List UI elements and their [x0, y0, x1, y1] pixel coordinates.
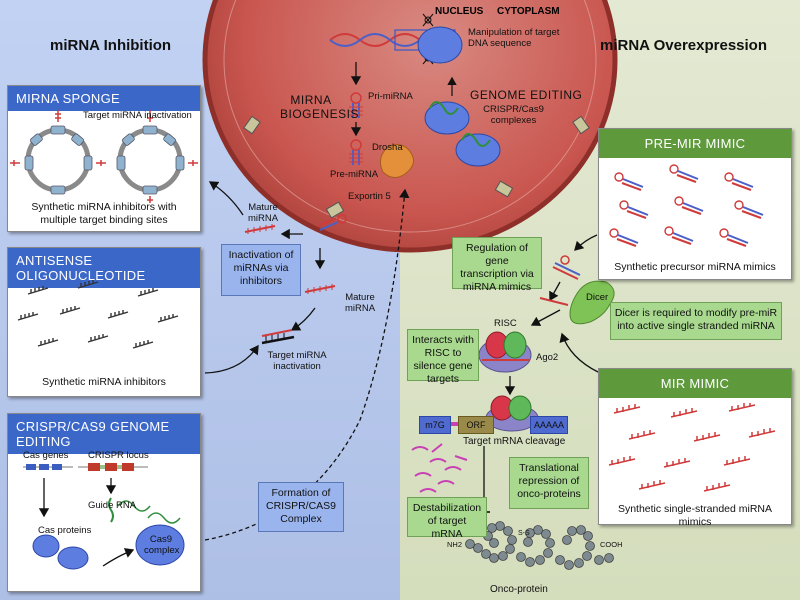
mature-mirna-label-1: Mature miRNA [247, 202, 279, 225]
crispr-complexes-label: CRISPR/Cas9 complexes [483, 104, 544, 127]
disulfide-label: S-S [518, 530, 530, 537]
cas9-complex-label: Cas9 complex [144, 534, 180, 557]
onco-protein-label: Onco-protein [490, 584, 548, 595]
onco-protein-chain-icon [465, 521, 614, 570]
drosha-enzyme-icon [379, 144, 414, 178]
mature-mirna-red-icon [244, 224, 276, 234]
right-section-header: miRNA Overexpression [600, 37, 768, 54]
target-inactivation-duplex-icon [261, 329, 295, 345]
destabilization-box: Destabilization of target mRNA [407, 497, 487, 540]
risc-label: RISC [494, 318, 517, 329]
antisense-title: ANTISENSE OLIGONUCLEOTIDE [8, 248, 200, 288]
nuclear-pore [494, 180, 514, 198]
pre-mir-mimic-panel: PRE-MIR MIMIC Synthetic precursor miRNA … [598, 128, 792, 280]
nuclear-pore [325, 201, 345, 219]
cas9-protein-icon [417, 26, 463, 64]
left-section-header: miRNA Inhibition [50, 37, 172, 54]
nucleus-label: NUCLEUS [435, 6, 484, 17]
mature-mirna-label-2: Mature miRNA [344, 292, 376, 315]
formation-box: Formation of CRISPR/CAS9 Complex [258, 482, 344, 532]
pri-mirna-label: Pri-miRNA [368, 91, 413, 102]
guide-rna-label: Guide RNA [88, 500, 137, 511]
cleavage-label: Target mRNA cleavage [463, 436, 566, 447]
mir-mimic-panel: MIR MIMIC Synthetic single-stranded miRN… [598, 368, 792, 528]
mir-mimics-illustration [608, 403, 776, 492]
degraded-mrna-fragments-icon [411, 443, 468, 493]
regulation-box: Regulation of gene transcription via miR… [452, 237, 542, 293]
cas-proteins-label: Cas proteins [38, 525, 92, 536]
pre-mir-mimic-title: PRE-MIR MIMIC [599, 129, 791, 158]
crispr-workflow-illustration [23, 463, 185, 570]
ago2-label: Ago2 [536, 352, 559, 363]
manipulation-label: Manipulation of target DNA sequence [468, 27, 560, 50]
mirna-biogenesis-label: MIRNA BIOGENESIS [280, 93, 360, 122]
cas9-protein-icon [424, 101, 470, 135]
drosha-label: Drosha [372, 142, 403, 153]
antisense-panel: ANTISENSE OLIGONUCLEOTIDE Synthetic miRN… [7, 247, 201, 397]
sponge-target-label: Target miRNA inactivation [83, 110, 192, 121]
antisense-oligos-illustration [17, 280, 179, 349]
crispr-locus-label: CRISPR locus [88, 450, 149, 461]
cas-genes-label: Cas genes [23, 450, 69, 461]
m7g-cap: m7G [419, 416, 451, 434]
mature-mirna-red-icon [304, 284, 336, 294]
exportin-label: Exportin 5 [348, 191, 391, 202]
risc-complex-icon [478, 331, 532, 373]
nuclear-pore [243, 115, 261, 135]
pri-mirna-hairpin-icon [349, 92, 363, 118]
mir-mimic-caption: Synthetic single-stranded miRNA mimics [617, 503, 773, 529]
pre-mirna-hairpin-icon [349, 139, 363, 165]
mature-mirna-red-icon [539, 297, 569, 306]
mature-mirna-duplex-icon [317, 214, 347, 231]
mirna-sponge-panel: MIRNA SPONGE Target miRNA inactivation S… [7, 85, 201, 232]
cooh-label: COOH [600, 540, 623, 549]
genome-editing-label: GENOME EDITING [470, 88, 583, 102]
pre-mir-mimics-illustration [609, 164, 764, 247]
crispr-title: CRISPR/CAS9 GENOME EDITING [8, 414, 200, 454]
pre-mir-mimic-icon [552, 255, 581, 280]
translational-box: Translational repression of onco-protein… [509, 457, 589, 509]
dicer-label: Dicer [586, 292, 609, 303]
orf-region: ORF [458, 416, 494, 434]
pre-mir-mimic-caption: Synthetic precursor miRNA mimics [614, 261, 776, 273]
dicer-enzyme-icon [569, 280, 615, 325]
dicer-box: Dicer is required to modify pre-miR into… [610, 302, 782, 340]
scissors-icon [422, 13, 434, 27]
target-inactivation-label: Target miRNA inactivation [267, 350, 327, 373]
polya-tail: AAAAA [530, 416, 568, 434]
sponge-caption: Synthetic miRNA inhibitors with multiple… [31, 201, 177, 227]
cytoplasm-label: CYTOPLASM [497, 6, 560, 17]
interacts-box: Interacts with RISC to silence gene targ… [407, 329, 479, 385]
pre-mirna-label: Pre-miRNA [330, 169, 379, 180]
crispr-panel: CRISPR/CAS9 GENOME EDITING Cas genes CRI… [7, 413, 201, 592]
nh2-label: NH2 [447, 540, 463, 549]
mir-mimic-title: MIR MIMIC [599, 369, 791, 398]
nuclear-pore [572, 115, 590, 135]
nucleus-body [202, 0, 618, 253]
mirna-sponge-title: MIRNA SPONGE [8, 86, 200, 111]
antisense-caption: Synthetic miRNA inhibitors [42, 376, 166, 388]
inactivation-box: Inactivation of miRNAs via inhibitors [221, 244, 301, 296]
sponge-rings-illustration [10, 110, 198, 203]
